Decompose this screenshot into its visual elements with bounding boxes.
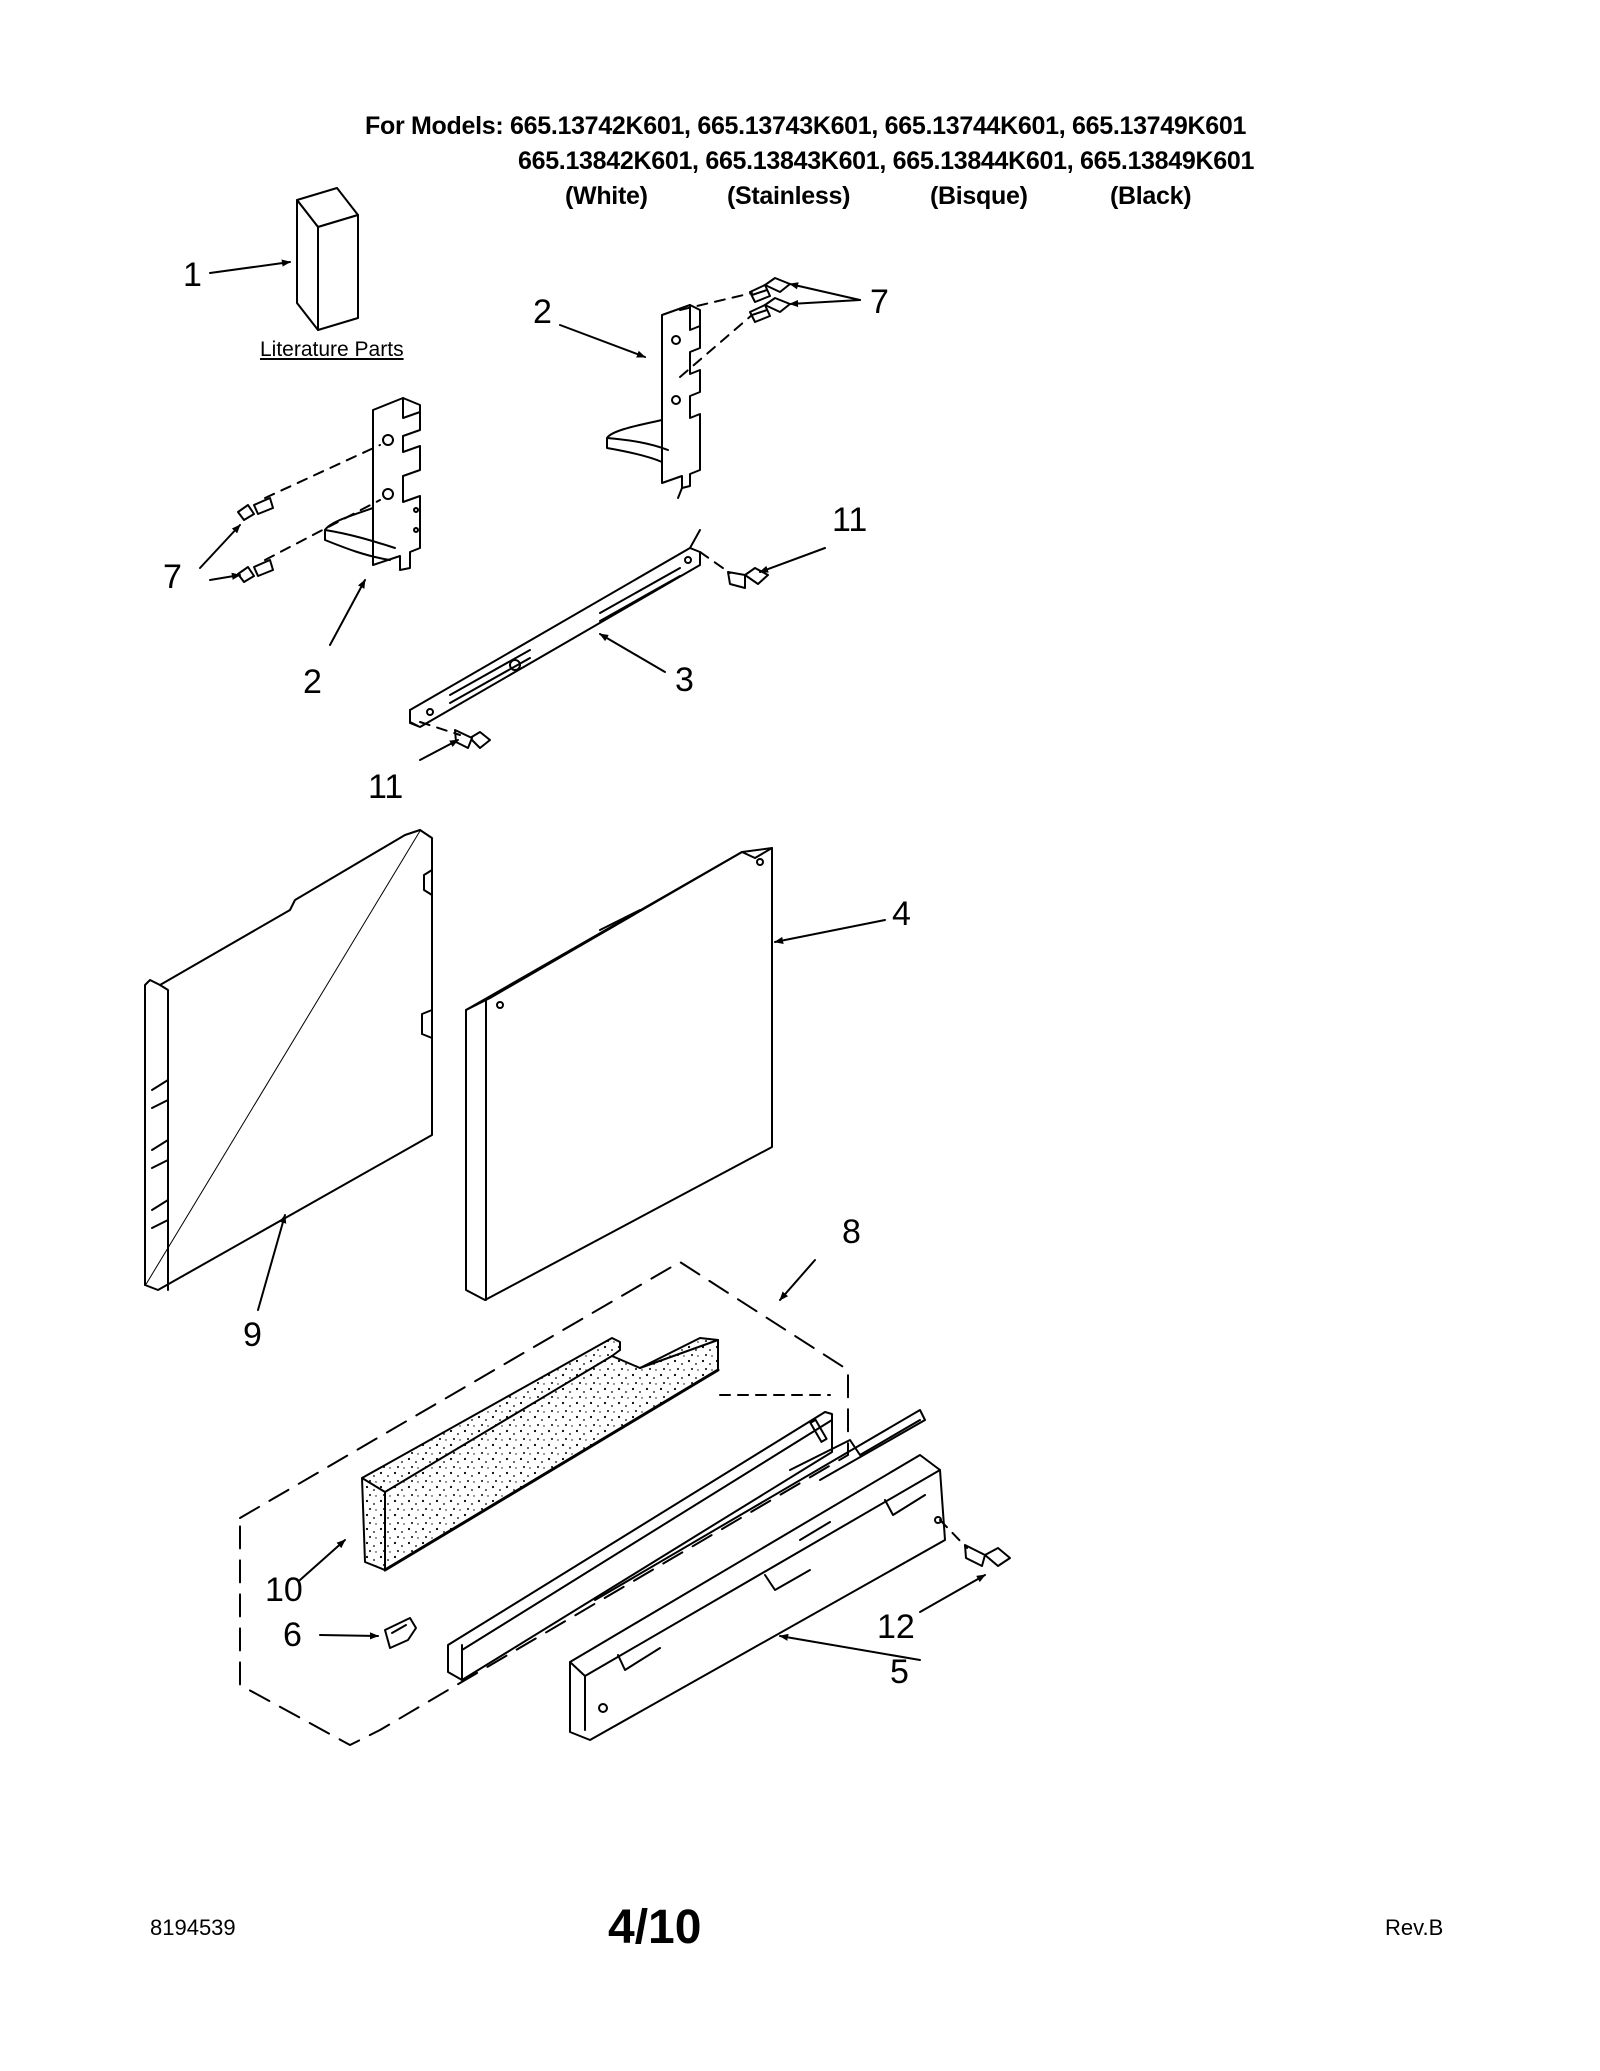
callout-leaders <box>199 259 986 1661</box>
foam-insulation <box>361 1337 720 1572</box>
mounting-rail <box>409 529 701 728</box>
screw-7-upper-left <box>237 497 274 521</box>
mounting-bracket-left <box>324 397 421 571</box>
screw-7-upper-right <box>749 277 791 303</box>
callout-10: 10 <box>265 1571 303 1609</box>
callout-12: 12 <box>877 1608 915 1646</box>
document-number: 8194539 <box>150 1915 236 1940</box>
callout-4: 4 <box>892 895 911 933</box>
kit-enclosure-dashed <box>239 1261 849 1746</box>
callout-1: 1 <box>183 256 202 294</box>
color-black: (Black) <box>1110 182 1192 210</box>
callout-2-upper: 2 <box>533 293 552 331</box>
callout-11-lower: 11 <box>368 768 404 806</box>
side-panel-left <box>144 829 433 1291</box>
toe-kick-bracket <box>569 1409 946 1741</box>
literature-booklet <box>296 187 359 331</box>
assembly-lines <box>264 292 968 1549</box>
callout-6: 6 <box>283 1616 302 1654</box>
callout-7-left: 7 <box>163 558 182 596</box>
callout-7-right: 7 <box>870 283 889 321</box>
callout-2-lower: 2 <box>303 663 322 701</box>
color-white: (White) <box>565 182 648 210</box>
color-stainless: (Stainless) <box>727 182 851 210</box>
screw-12 <box>964 1544 1011 1567</box>
screw-7-lower-right <box>749 297 791 323</box>
literature-parts-label: Literature Parts <box>260 338 404 361</box>
callout-8: 8 <box>842 1213 861 1251</box>
revision: Rev.B <box>1385 1915 1444 1940</box>
color-bisque: (Bisque) <box>930 182 1028 210</box>
models-line-1: For Models: 665.13742K601, 665.13743K601… <box>365 112 1247 140</box>
callout-5: 5 <box>890 1653 909 1691</box>
screw-7-lower-left <box>237 559 274 583</box>
callout-3: 3 <box>675 661 694 699</box>
callout-11-right: 11 <box>832 501 868 539</box>
mounting-bracket-right <box>606 304 701 499</box>
screw-11-lower <box>454 729 491 749</box>
clip <box>384 1617 417 1649</box>
page-number: 4/10 <box>608 1901 702 1954</box>
models-line-2: 665.13842K601, 665.13843K601, 665.13844K… <box>518 147 1255 175</box>
callout-9: 9 <box>243 1316 262 1354</box>
trim-strip <box>447 1394 833 1681</box>
front-panel <box>465 847 773 1301</box>
